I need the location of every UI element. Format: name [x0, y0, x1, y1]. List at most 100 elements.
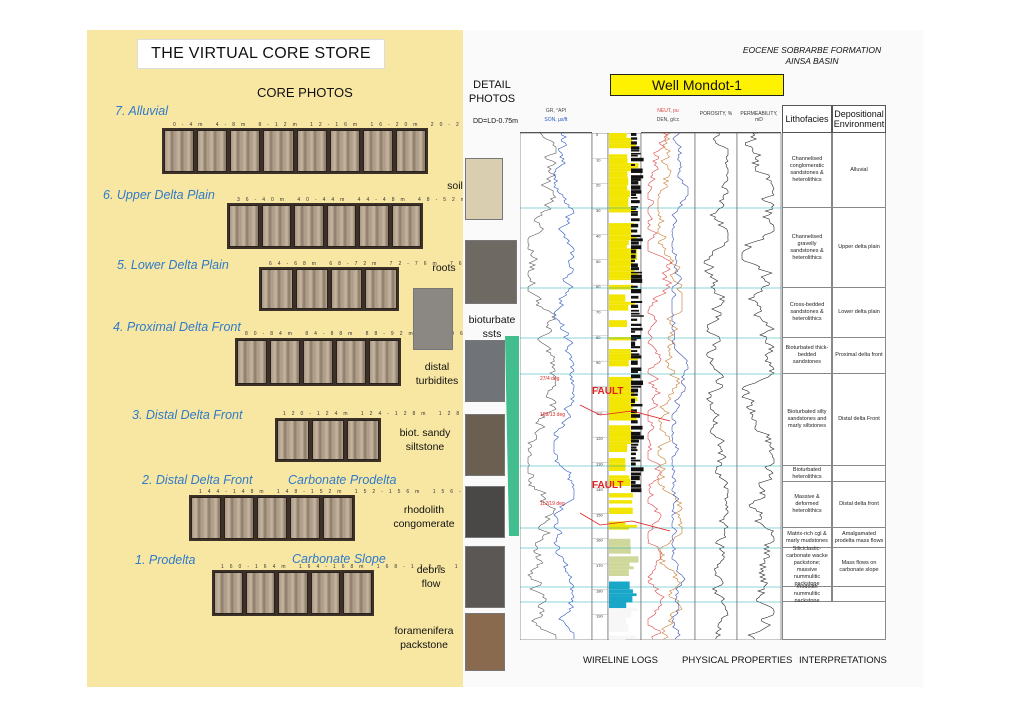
shale-bar: [631, 285, 638, 288]
core-strip-prodelta[interactable]: [212, 570, 374, 616]
core-strip-upper-delta-plain[interactable]: [227, 203, 423, 249]
lithofacies-cell: Siliciclastic-carbonate wacke packstone;…: [782, 546, 832, 587]
lithology-bed: [609, 366, 638, 371]
environment-cell: [832, 587, 886, 602]
shale-bar: [631, 459, 641, 462]
shale-bar: [631, 420, 638, 424]
depth-tick-label: 40: [596, 233, 601, 238]
shale-bar: [631, 206, 639, 208]
shale-bar: [631, 315, 644, 317]
lithology-bed: [609, 624, 629, 633]
shale-bar: [631, 154, 638, 157]
depth-tick-label: 90: [596, 360, 601, 365]
depth-tick-label: 190: [596, 614, 603, 619]
core-strip-distal-delta-front-2[interactable]: [189, 495, 355, 541]
detail-label-debris-flow: debris flow: [416, 564, 446, 590]
core-box: [347, 420, 379, 460]
well-name-badge: Well Mondot-1: [610, 74, 784, 96]
shale-bar: [631, 309, 640, 312]
core-box: [290, 497, 320, 539]
shale-bar: [631, 371, 638, 373]
lithology-bed: [609, 327, 629, 333]
detail-label-rhodolith-congomerate: rhodolith congomerate: [393, 504, 455, 530]
facies-label-prodelta: 1. Prodelta: [135, 553, 196, 567]
shale-bar: [631, 193, 637, 196]
shale-bar: [631, 234, 641, 238]
shale-bar: [631, 190, 642, 194]
lithology-bed: [609, 148, 632, 155]
shale-bar: [631, 374, 641, 379]
depth-tick-label: 80: [596, 335, 601, 340]
core-box: [230, 130, 261, 172]
formation-name: EOCENE SOBRARBE FORMATION AINSA BASIN: [727, 45, 897, 67]
core-box: [295, 269, 328, 309]
lithology-bed: [609, 317, 633, 321]
shale-bar: [631, 249, 636, 254]
son-curve: [553, 133, 575, 639]
core-strip-lower-delta-plain[interactable]: [259, 267, 399, 311]
shale-bar: [631, 295, 639, 299]
lithology-bed: [609, 401, 635, 406]
environment-cell: [832, 466, 886, 482]
core-strip-distal-delta-front[interactable]: [275, 418, 381, 462]
core-box: [294, 205, 324, 247]
shale-bar: [631, 360, 638, 365]
detail-photo-rhodolith-congomerate[interactable]: [465, 486, 505, 538]
log-track-frame: [736, 133, 782, 640]
lithology-bed: [609, 546, 631, 554]
lithology-bed: [609, 451, 628, 459]
detail-photo-debris-flow[interactable]: [465, 546, 505, 608]
permeability-curve: [741, 133, 775, 640]
lithology-bed: [609, 420, 639, 426]
lithofacies-cell: Matrix-rich cgl & marly mudstones: [782, 528, 832, 548]
lithofacies-cell: Bioturbated heterolithics: [782, 466, 832, 482]
core-depths-upper-delta-plain: 36-40m 40-44m 44-48m 48-52m 52-56m 56-60…: [237, 197, 592, 203]
detail-photo-soil[interactable]: [465, 158, 503, 220]
wireline-log-tracks[interactable]: 0102030405060708090100110120130140150160…: [520, 133, 782, 640]
environment-cell: Proximal delta front: [832, 338, 886, 374]
porosity-curve: [703, 133, 729, 640]
facies-label-lower-delta-plain: 5. Lower Delta Plain: [117, 258, 229, 272]
fault-trace-lower: [579, 512, 671, 532]
detail-photo-foramenifera-packstone[interactable]: [465, 613, 505, 671]
lithology-bed: [609, 227, 632, 236]
depth-tick-label: 200: [596, 639, 603, 640]
depth-tick-label: 0: [596, 133, 599, 137]
core-strip-proximal-delta-front[interactable]: [235, 338, 401, 386]
permeability-header: PERMEABILITY, mD: [740, 111, 778, 123]
detail-photo-biot-sandy-siltstone[interactable]: [465, 414, 505, 476]
facies-label-proximal-delta-front: 4. Proximal Delta Front: [113, 320, 241, 334]
lithofacies-cell: Bioturbated silty sandstones and marly s…: [782, 374, 832, 466]
environment-cell: Lower delta plain: [832, 288, 886, 338]
core-box: [303, 340, 333, 384]
lithology-bed: [609, 271, 639, 279]
lithofacies-cell: rhodolith nummulitic packstone: [782, 584, 832, 604]
poster: THE VIRTUAL CORE STORE CORE PHOTOS 7. Al…: [87, 30, 923, 687]
depth-tick-label: 120: [596, 436, 603, 441]
detail-photo-roots[interactable]: [465, 240, 517, 304]
lithology-bed: [609, 259, 633, 267]
lithology-bed: [609, 197, 629, 200]
shale-bar: [631, 267, 639, 271]
fault-label-lower: FAULT: [592, 480, 624, 491]
detail-photo-bioturbate-ssts[interactable]: [465, 340, 505, 402]
depth-tick-label: 130: [596, 462, 603, 467]
detail-label-foramenifera-packstone: foramenifera packstone: [394, 625, 454, 651]
lithology-bed: [609, 524, 637, 528]
lithology-bed: [609, 301, 635, 305]
detail-photo-turbidites-thumb[interactable]: [413, 288, 453, 350]
den-curve-2: [671, 133, 689, 640]
lithology-bed: [609, 381, 631, 389]
core-box: [270, 340, 300, 384]
lithology-bed: [609, 611, 632, 618]
lithology-bed: [609, 163, 639, 166]
lithology-bed: [609, 391, 635, 397]
core-box: [336, 340, 366, 384]
core-strip-alluvial[interactable]: [162, 128, 428, 174]
lithology-bed: [609, 133, 627, 138]
shale-bar: [631, 452, 636, 456]
lithology-bed: [609, 562, 630, 567]
core-photos-panel: THE VIRTUAL CORE STORE CORE PHOTOS 7. Al…: [87, 30, 598, 687]
lithology-bed: [609, 581, 630, 590]
shale-bar: [631, 178, 641, 181]
